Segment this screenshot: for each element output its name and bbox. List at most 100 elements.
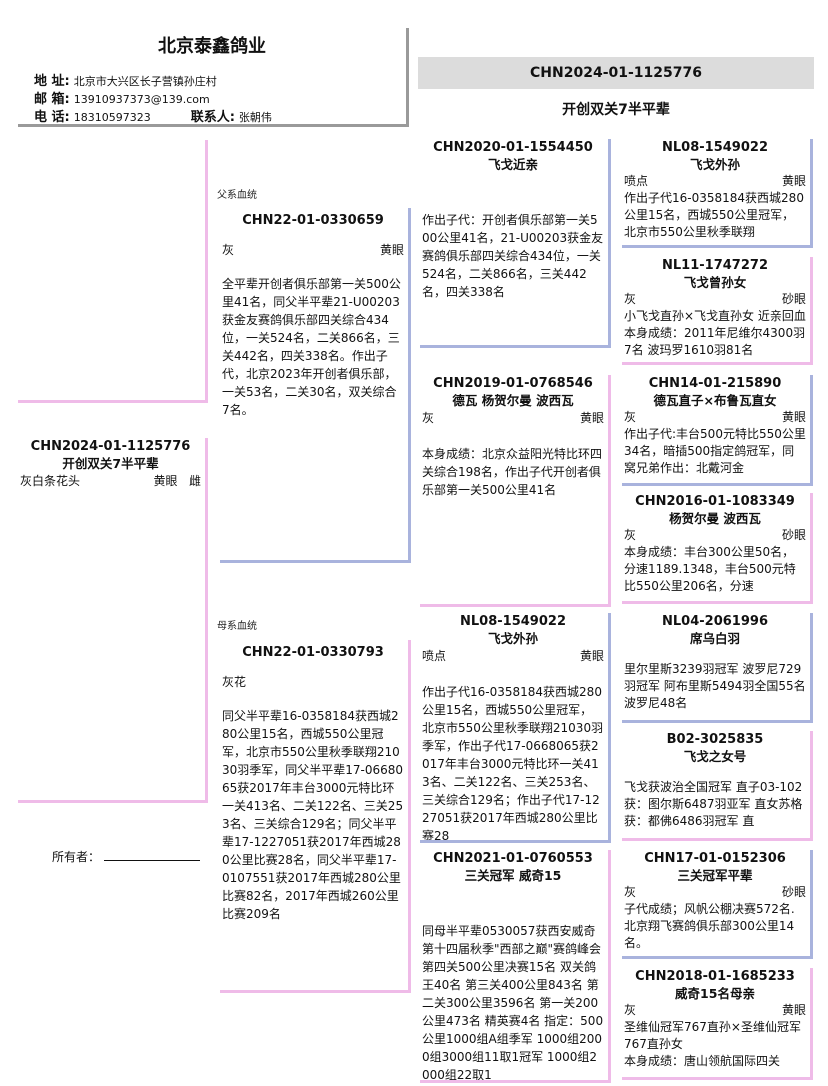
pigeon-description: 小飞戈直孙×飞戈直孙女 近亲回血 本身成绩：2011年尼维尔4300羽7名 波玛… — [624, 309, 806, 357]
pigeon-description: 圣维仙冠军767直孙×圣维仙冠军767直孙女 本身成绩：唐山领航国际四关 — [624, 1020, 801, 1068]
ring-number: CHN2021-01-0760553 — [433, 851, 593, 866]
ring-number: CHN2018-01-1685233 — [635, 969, 795, 984]
breeder-header: 北京泰鑫鸽业 地 址:北京市大兴区长子营镇孙庄村 邮 箱:13910937373… — [18, 28, 409, 127]
plumage-color: 灰白条花头 — [20, 474, 81, 488]
pigeon-description: 子代成绩；风帆公棚决赛572名.北京翔飞赛鸽俱乐部300公里14名。 — [624, 902, 795, 950]
ring-number: CHN22-01-0330659 — [242, 213, 384, 228]
sex: 雌 — [188, 474, 201, 488]
gen4-card: B02-3025835 飞戈之女号 飞戈获波治全国冠军 直子03-102获：图尔… — [622, 731, 813, 841]
pigeon-name: 飞戈之女号 — [683, 749, 747, 764]
pigeon-name: 席乌白羽 — [689, 631, 740, 646]
pigeon-name: 三关冠军平辈 — [677, 868, 753, 883]
ring-number: CHN2016-01-1083349 — [635, 494, 795, 509]
bracket-line — [18, 140, 208, 403]
ring-number: B02-3025835 — [666, 732, 764, 747]
pigeon-description: 飞戈获波治全国冠军 直子03-102获：图尔斯6487羽亚军 直女苏格获：都佛6… — [624, 780, 803, 828]
gen4-card: NL08-1549022 飞戈外孙 喷点 黄眼 作出子代16-0358184获西城… — [622, 139, 813, 248]
gen3-card: NL08-1549022 飞戈外孙 喷点 黄眼 作出子代16-0358184获西城… — [420, 613, 611, 843]
pigeon-name: 飞戈外孙 — [689, 157, 740, 172]
ring-number: CHN2020-01-1554450 — [433, 140, 593, 155]
plumage-color: 灰 — [624, 1003, 637, 1017]
ring-number: NL08-1549022 — [460, 614, 566, 629]
plumage-color: 灰 — [422, 411, 435, 425]
pigeon-name: 德瓦 杨贺尔曼 波西瓦 — [452, 393, 574, 408]
pigeon-description: 里尔里斯3239羽冠军 波罗尼729羽冠军 阿布里斯5494羽全国55名 波罗尼… — [624, 662, 806, 710]
pigeon-description: 同父半平辈16-0358184获西城280公里15名，西城550公里冠军，北京市… — [222, 709, 404, 921]
gen4-card: CHN2018-01-1685233 威奇15名母亲 灰 黄眼 圣维仙冠军767直… — [622, 968, 813, 1080]
subject-name-banner: 开创双关7半平辈 — [562, 102, 670, 118]
eye-type: 砂眼 — [781, 885, 806, 899]
address-label: 地 址: — [34, 74, 70, 89]
phone-value: 18310597323 — [73, 111, 151, 124]
pigeon-description: 作出子代：开创者俱乐部第一关500公里41名，21-U00203获金友赛鸽俱乐部… — [422, 213, 604, 299]
eye-type: 砂眼 — [781, 292, 806, 306]
plumage-color: 灰 — [624, 292, 637, 306]
gen4-card: CHN17-01-0152306 三关冠军平辈 灰 砂眼 子代成绩；风帆公棚决赛5… — [622, 850, 813, 959]
subject-ring-banner: CHN2024-01-1125776 — [418, 57, 814, 89]
eye-type: 黄眼 — [781, 1003, 806, 1017]
email-value: 13910937373@139.com — [73, 93, 210, 106]
gen4-card: CHN14-01-215890 德瓦直子×布鲁瓦直女 灰 黄眼 作出子代:丰台50… — [622, 375, 813, 486]
eye-type: 砂眼 — [781, 528, 806, 542]
sire-section-label: 父系血统 — [217, 190, 257, 201]
pigeon-name: 飞戈外孙 — [487, 631, 538, 646]
gen3-card: CHN2021-01-0760553 三关冠军 威奇15 同母半平辈053005… — [420, 850, 611, 1083]
email-label: 邮 箱: — [34, 92, 70, 107]
sire-card: CHN22-01-0330659 灰 黄眼 全平辈开创者俱乐部第一关500公里41… — [220, 208, 411, 563]
ring-number: CHN2024-01-1125776 — [30, 439, 191, 454]
ring-number: NL08-1549022 — [662, 140, 768, 155]
ring-number: CHN22-01-0330793 — [242, 645, 384, 660]
dam-section-label: 母系血统 — [217, 621, 257, 632]
plumage-color: 灰花 — [222, 675, 247, 689]
gen4-card: CHN2016-01-1083349 杨贺尔曼 波西瓦 灰 砂眼 本身成绩：丰台3… — [622, 493, 813, 604]
pigeon-name: 三关冠军 威奇15 — [464, 868, 562, 883]
subject-card: CHN2024-01-1125776 开创双关7半平辈 灰白条花头 黄眼 雌 — [18, 438, 208, 803]
email-row: 邮 箱:13910937373@139.com — [34, 88, 210, 107]
pigeon-name: 德瓦直子×布鲁瓦直女 — [653, 393, 777, 408]
eye-type: 黄眼 — [379, 243, 404, 257]
pigeon-name: 威奇15名母亲 — [675, 986, 755, 1001]
pigeon-name: 开创双关7半平辈 — [62, 456, 159, 471]
pigeon-name: 杨贺尔曼 波西瓦 — [669, 511, 761, 526]
pigeon-description: 同母半平辈0530057获西安威奇第十四届秋季"西部之巅"赛鸽峰会第四关500公… — [422, 924, 604, 1082]
contact-value: 张朝伟 — [238, 111, 272, 124]
gen4-card: NL04-2061996 席乌白羽 里尔里斯3239羽冠军 波罗尼729羽冠军 … — [622, 613, 813, 723]
plumage-color: 喷点 — [624, 174, 649, 188]
phone-row: 电 话:18310597323 联系人:张朝伟 — [34, 106, 272, 125]
address-row: 地 址:北京市大兴区长子营镇孙庄村 — [34, 70, 217, 89]
pigeon-description: 本身成绩：丰台300公里50名，分速1189.1348，丰台500元特比550公… — [624, 545, 796, 593]
plumage-color: 灰 — [222, 243, 235, 257]
plumage-color: 灰 — [624, 885, 637, 899]
address-value: 北京市大兴区长子营镇孙庄村 — [73, 75, 217, 88]
owner-blank[interactable] — [104, 860, 201, 861]
plumage-color: 灰 — [624, 528, 637, 542]
ring-number: CHN17-01-0152306 — [644, 851, 786, 866]
ring-number: NL04-2061996 — [662, 614, 768, 629]
pigeon-description: 作出子代:丰台500元特比550公里34名，暗插500指定鸽冠军，同窝兄弟作出：… — [624, 427, 806, 475]
contact-label: 联系人: — [190, 110, 235, 125]
ring-number: NL11-1747272 — [662, 258, 768, 273]
plumage-color: 灰 — [624, 410, 637, 424]
eye-type: 黄眼 — [781, 410, 806, 424]
gen3-card: CHN2019-01-0768546 德瓦 杨贺尔曼 波西瓦 灰 黄眼 本身成绩：… — [420, 375, 611, 607]
ring-number: CHN14-01-215890 — [648, 376, 782, 391]
company-name: 北京泰鑫鸽业 — [158, 36, 266, 57]
eye-type: 黄眼 — [579, 649, 604, 663]
owner-label: 所有者： — [52, 850, 101, 864]
pigeon-description: 本身成绩：北京众益阳光特比环四关综合198名，作出子代开创者俱乐部第一关500公… — [422, 447, 603, 497]
pigeon-description: 全平辈开创者俱乐部第一关500公里41名，同父半平辈21-U00203获金友赛鸽… — [222, 277, 401, 417]
owner-field: 所有者： — [52, 848, 201, 865]
gen4-card: NL11-1747272 飞戈曾孙女 灰 砂眼 小飞戈直孙×飞戈直孙女 近亲回血 … — [622, 257, 813, 365]
pigeon-description: 作出子代16-0358184获西城280公里15名，西城550公里冠军，北京市5… — [624, 191, 804, 239]
pigeon-name: 飞戈近亲 — [487, 157, 538, 172]
eye-type: 黄眼 — [781, 174, 806, 188]
phone-label: 电 话: — [34, 110, 70, 125]
plumage-color: 喷点 — [422, 649, 447, 663]
pigeon-name: 飞戈曾孙女 — [683, 275, 747, 290]
eye-type: 黄眼 — [579, 411, 604, 425]
dam-card: CHN22-01-0330793 灰花 同父半平辈16-0358184获西城28… — [220, 640, 411, 993]
eye-type: 黄眼 — [153, 474, 178, 488]
pigeon-description: 作出子代16-0358184获西城280公里15名，西城550公里冠军，北京市5… — [422, 685, 604, 843]
ring-number: CHN2019-01-0768546 — [433, 376, 593, 391]
